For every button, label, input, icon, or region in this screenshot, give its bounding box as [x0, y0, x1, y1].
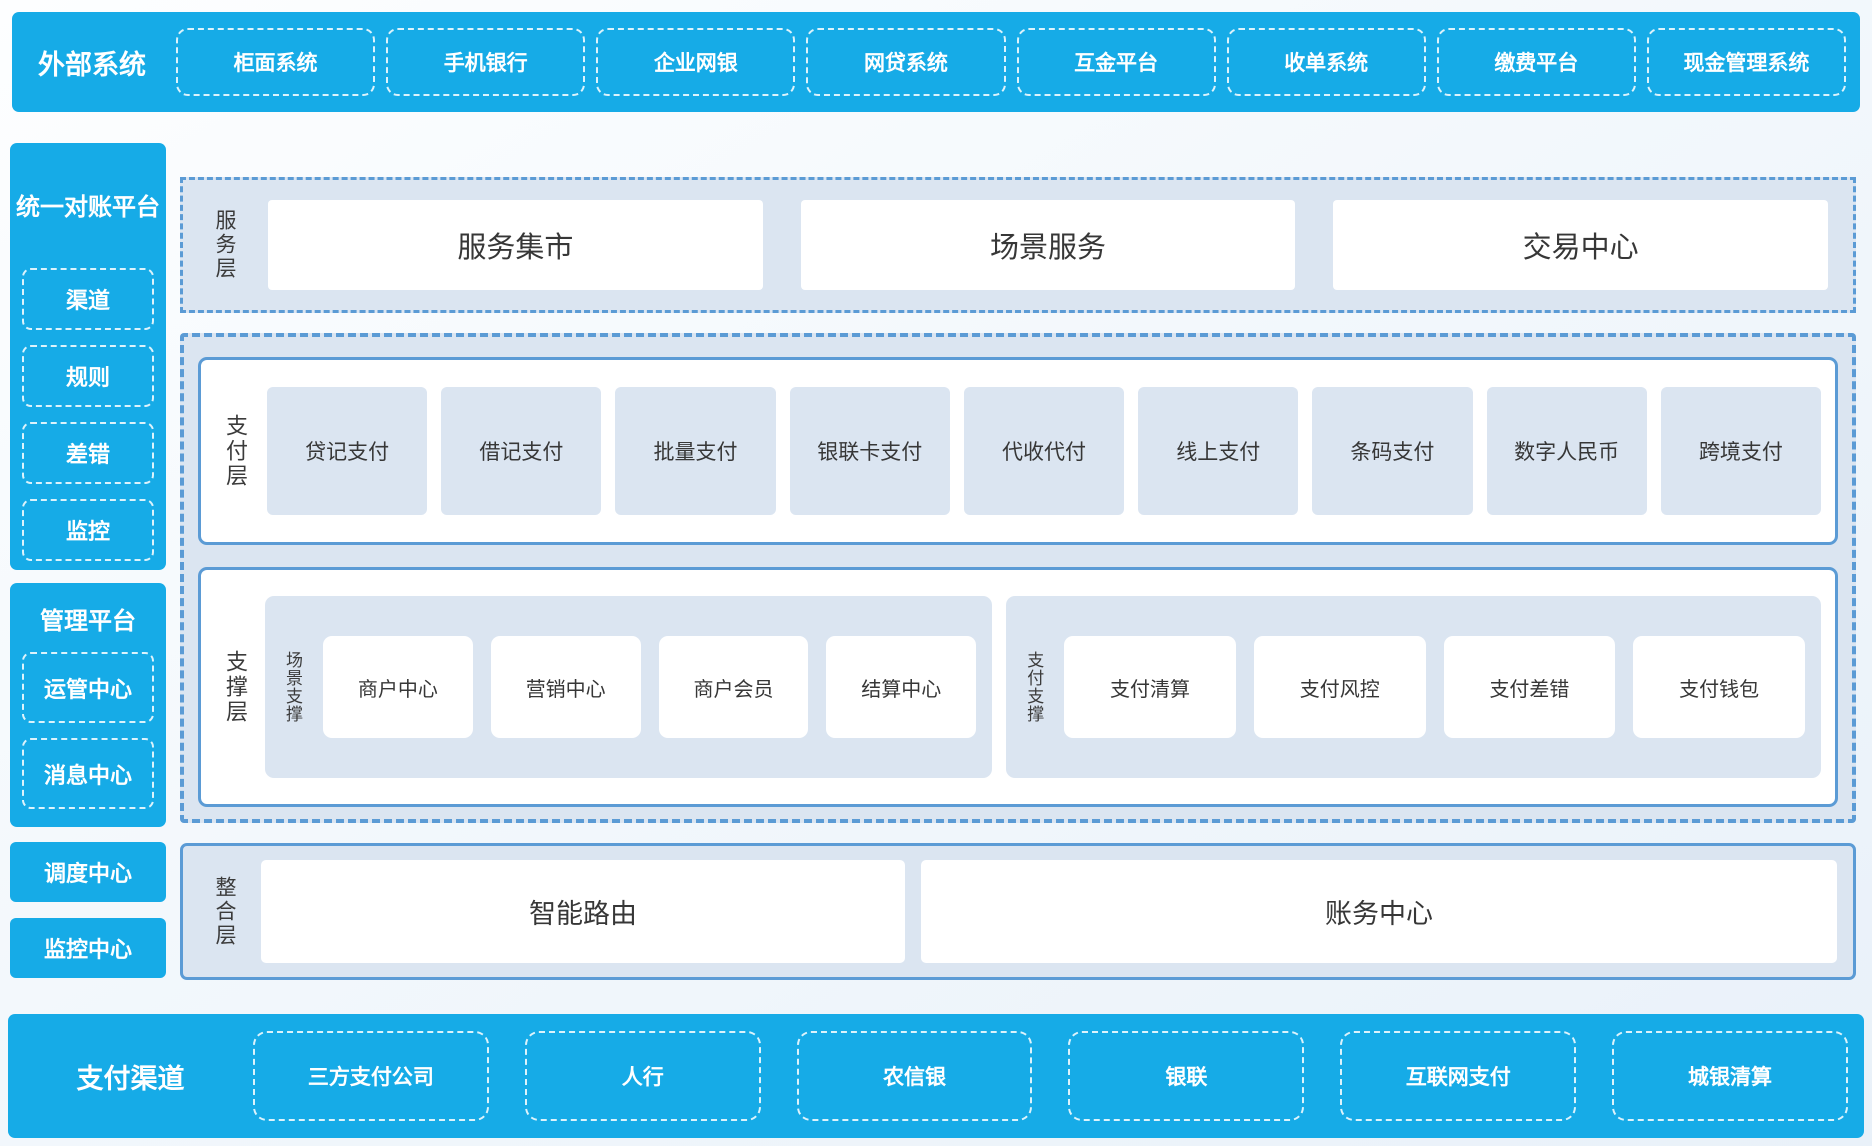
collection-payment-cell: 代收代付 — [963, 387, 1125, 515]
merchant-member-cell: 商户会员 — [658, 636, 809, 738]
payment-support-label: 支付支撑 — [1024, 651, 1044, 723]
reconciliation-platform-title: 统一对账平台 — [16, 194, 160, 221]
external-systems-bar: 外部系统 柜面系统 手机银行 企业网银 网贷系统 互金平台 收单系统 缴费平台 … — [12, 12, 1860, 112]
digital-rmb-cell: 数字人民币 — [1486, 387, 1647, 515]
external-systems-title: 外部系统 — [38, 49, 146, 80]
external-system-internet-finance: 互金平台 — [1016, 28, 1216, 96]
mgmt-item-message-center: 消息中心 — [22, 738, 154, 809]
payment-channels-list: 三方支付公司 人行 农信银 银联 互联网支付 城银清算 — [253, 1031, 1848, 1121]
channel-pboc: 人行 — [524, 1031, 761, 1121]
core-layers-container: 支付层 贷记支付 借记支付 批量支付 银联卡支付 代收代付 线上支付 条码支付 … — [180, 333, 1856, 823]
batch-payment-cell: 批量支付 — [615, 387, 776, 515]
channel-unionpay: 银联 — [1068, 1031, 1305, 1121]
debit-payment-cell: 借记支付 — [441, 387, 602, 515]
integration-layer-label: 整合层 — [213, 875, 236, 948]
external-systems-list: 柜面系统 手机银行 企业网银 网贷系统 互金平台 收单系统 缴费平台 现金管理系… — [176, 28, 1846, 96]
external-system-counter: 柜面系统 — [176, 28, 376, 96]
payment-layer-label: 支付层 — [223, 413, 248, 489]
payment-wallet-cell: 支付钱包 — [1633, 636, 1805, 738]
recon-item-channel: 渠道 — [22, 268, 154, 330]
channel-third-party-payment: 三方支付公司 — [253, 1031, 489, 1121]
external-system-corporate-ebank: 企业网银 — [596, 28, 796, 96]
service-market-box: 服务集市 — [268, 200, 763, 290]
external-system-bill-payment: 缴费平台 — [1436, 28, 1636, 96]
settlement-center-cell: 结算中心 — [826, 636, 977, 738]
payment-layer: 支付层 贷记支付 借记支付 批量支付 银联卡支付 代收代付 线上支付 条码支付 … — [198, 357, 1838, 545]
scenario-support-label: 场景支撑 — [283, 651, 302, 723]
management-platform-title: 管理平台 — [40, 608, 136, 635]
payment-support-panel: 支付支撑 支付清算 支付风控 支付差错 支付钱包 — [1006, 596, 1821, 778]
unionpay-card-payment-cell: 银联卡支付 — [789, 387, 950, 515]
external-system-mobile-bank: 手机银行 — [386, 28, 586, 96]
channel-rural-credit-bank: 农信银 — [796, 1031, 1033, 1121]
recon-item-monitor: 监控 — [22, 499, 154, 561]
payment-clearing-cell: 支付清算 — [1064, 636, 1236, 738]
scenario-service-box: 场景服务 — [800, 200, 1296, 290]
scenario-support-panel: 场景支撑 商户中心 营销中心 商户会员 结算中心 — [265, 596, 993, 778]
reconciliation-platform-block: 统一对账平台 渠道 规则 差错 监控 — [10, 143, 166, 570]
merchant-center-cell: 商户中心 — [323, 636, 473, 738]
external-system-cash-management: 现金管理系统 — [1646, 28, 1846, 96]
service-layer-label: 服务层 — [213, 209, 236, 281]
credit-payment-cell: 贷记支付 — [267, 387, 428, 515]
payment-channels-bar: 支付渠道 三方支付公司 人行 农信银 银联 互联网支付 城银清算 — [8, 1014, 1864, 1138]
marketing-center-cell: 营销中心 — [490, 636, 641, 738]
mgmt-item-operation-center: 运管中心 — [22, 652, 154, 723]
payment-error-cell: 支付差错 — [1443, 636, 1616, 738]
external-system-acquiring: 收单系统 — [1226, 28, 1426, 96]
monitoring-center-block: 监控中心 — [10, 918, 166, 978]
payment-risk-control-cell: 支付风控 — [1253, 636, 1426, 738]
cross-border-payment-cell: 跨境支付 — [1660, 387, 1821, 515]
channel-city-bank-clearing: 城银清算 — [1612, 1031, 1848, 1121]
management-platform-block: 管理平台 运管中心 消息中心 — [10, 583, 166, 827]
integration-layer: 整合层 智能路由 账务中心 — [180, 843, 1856, 980]
recon-item-error: 差错 — [22, 422, 154, 484]
external-system-online-loan: 网贷系统 — [806, 28, 1006, 96]
transaction-center-box: 交易中心 — [1333, 200, 1829, 290]
payment-layer-cells: 贷记支付 借记支付 批量支付 银联卡支付 代收代付 线上支付 条码支付 数字人民… — [267, 387, 1821, 515]
recon-item-rules: 规则 — [22, 345, 154, 407]
support-layer-label: 支撑层 — [223, 649, 248, 725]
support-layer: 支撑层 场景支撑 商户中心 营销中心 商户会员 结算中心 支付支撑 支付清算 支… — [198, 567, 1838, 807]
channel-internet-payment: 互联网支付 — [1340, 1031, 1577, 1121]
smart-routing-box: 智能路由 — [261, 860, 906, 963]
payment-channels-title: 支付渠道 — [76, 1063, 185, 1094]
online-payment-cell: 线上支付 — [1138, 387, 1299, 515]
scheduling-center-block: 调度中心 — [10, 842, 166, 902]
barcode-payment-cell: 条码支付 — [1312, 387, 1473, 515]
service-layer: 服务层 服务集市 场景服务 交易中心 — [180, 177, 1856, 313]
accounting-center-box: 账务中心 — [921, 860, 1837, 963]
